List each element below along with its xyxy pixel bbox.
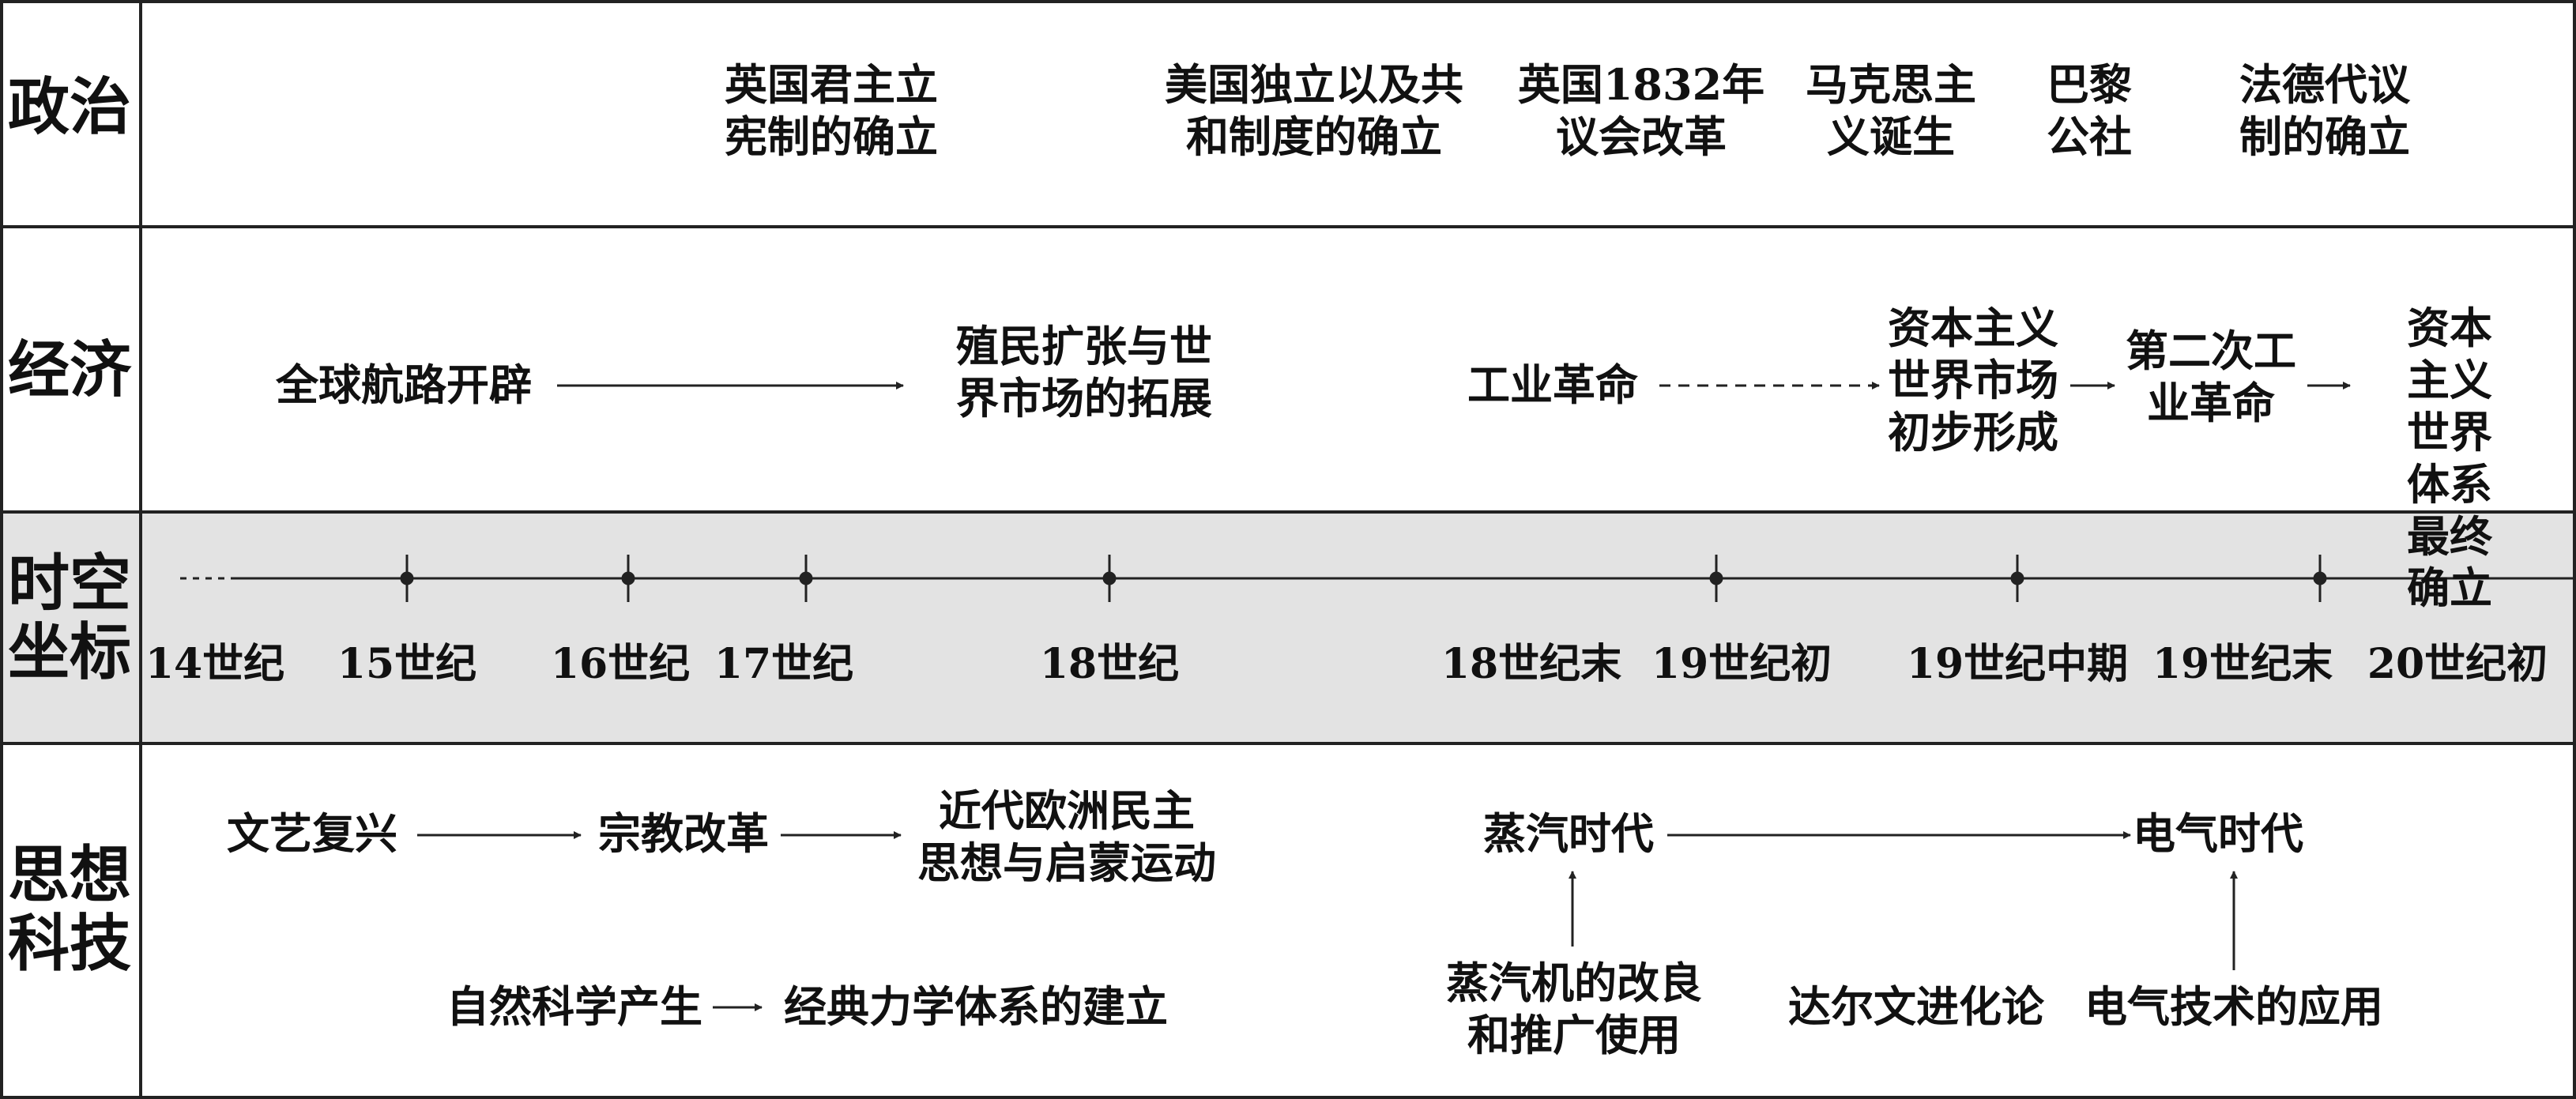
timeline-label-2: 15世纪 bbox=[337, 640, 477, 688]
thought-event-2: 宗教改革 bbox=[598, 808, 769, 859]
timeline-row-bg bbox=[3, 512, 2573, 743]
thought-event-1: 文艺复兴 bbox=[227, 808, 397, 859]
economy-event-1: 全球航路开辟 bbox=[276, 359, 532, 410]
politics-event-3: 英国1832年 议会改革 bbox=[1517, 59, 1765, 162]
timeline-label-3: 16世纪 bbox=[550, 640, 691, 688]
timeline-label-6: 18世纪末 bbox=[1441, 640, 1622, 688]
thought-event-7: 经典力学体系的建立 bbox=[784, 981, 1168, 1032]
thought-event-3: 近代欧洲民主 思想与启蒙运动 bbox=[917, 785, 1216, 888]
thought-event-9: 达尔文进化论 bbox=[1788, 981, 2044, 1032]
timeline-label-7: 19世纪初 bbox=[1651, 640, 1832, 688]
timeline-label-1: 14世纪 bbox=[145, 640, 285, 688]
politics-event-2: 美国独立以及共 和制度的确立 bbox=[1165, 59, 1463, 162]
row-label-thought: 思想 科技 bbox=[8, 839, 132, 980]
thought-event-4: 蒸汽时代 bbox=[1483, 808, 1654, 859]
row-label-economy: 经济 bbox=[8, 334, 132, 406]
row-label-politics: 政治 bbox=[8, 71, 132, 143]
timeline-label-5: 18世纪 bbox=[1039, 640, 1180, 688]
timeline-label-8: 19世纪中期 bbox=[1906, 640, 2129, 688]
politics-event-6: 法德代议 制的确立 bbox=[2239, 59, 2410, 162]
thought-event-10: 电气技术的应用 bbox=[2085, 981, 2383, 1032]
timeline-tick-marks bbox=[400, 555, 2327, 602]
timeline-label-9: 19世纪末 bbox=[2152, 640, 2333, 688]
economy-event-6: 资本主义 世界体系 最终确立 bbox=[2407, 303, 2492, 614]
thought-event-6: 自然科学产生 bbox=[446, 981, 702, 1032]
economy-event-2: 殖民扩张与世 界市场的拓展 bbox=[956, 321, 1212, 423]
economy-event-4: 资本主义 世界市场 初步形成 bbox=[1888, 303, 2058, 457]
politics-event-1: 英国君主立 宪制的确立 bbox=[725, 59, 938, 162]
timeline-label-4: 17世纪 bbox=[714, 640, 854, 688]
politics-event-4: 马克思主 义诞生 bbox=[1806, 59, 1976, 162]
economy-event-3: 工业革命 bbox=[1467, 359, 1638, 410]
politics-event-5: 巴黎 公社 bbox=[2047, 59, 2132, 162]
economy-event-5: 第二次工 业革命 bbox=[2126, 326, 2296, 428]
thought-event-8: 蒸汽机的改良 和推广使用 bbox=[1446, 958, 1702, 1060]
timeline-label-10: 20世纪初 bbox=[2367, 640, 2548, 688]
thought-event-5: 电气时代 bbox=[2133, 808, 2303, 859]
row-label-timeline: 时空 坐标 bbox=[8, 548, 132, 689]
